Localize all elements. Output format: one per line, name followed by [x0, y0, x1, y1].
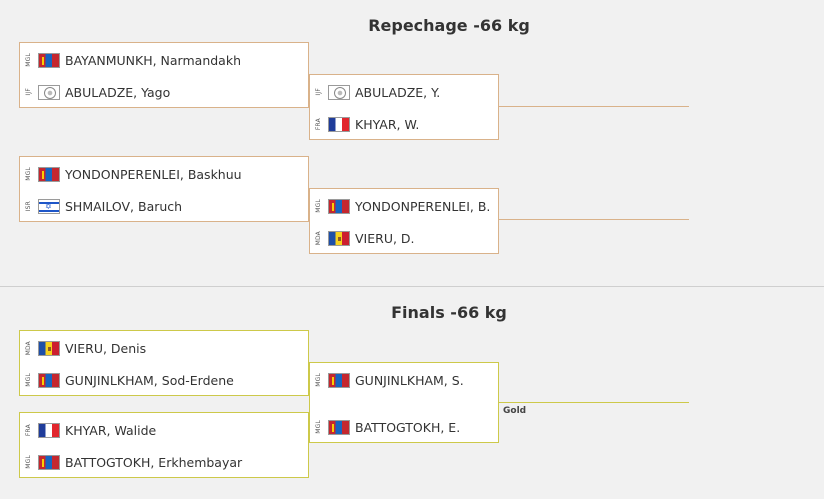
competitor-name[interactable]: VIERU, Denis — [65, 340, 147, 356]
mongolia-flag-icon — [38, 166, 60, 182]
country-code: MGL — [25, 373, 32, 387]
country-code: MGL — [315, 373, 322, 387]
competitor-row[interactable]: FRA KHYAR, W. — [310, 108, 498, 140]
mongolia-flag-icon — [328, 198, 350, 214]
country-code: FRA — [315, 117, 322, 131]
mongolia-flag-icon — [328, 372, 350, 388]
competitor-row[interactable]: FRA KHYAR, Walide — [20, 414, 308, 446]
country-code: MGL — [315, 420, 322, 434]
bracket-connector — [499, 219, 689, 220]
competitor-name[interactable]: ABULADZE, Yago — [65, 84, 171, 100]
finals-section: Finals -66 kg MDA VIERU, Denis MGL GUNJI… — [0, 287, 824, 499]
country-code: MDA — [25, 340, 32, 356]
ijf-flag-icon — [328, 84, 350, 100]
country-code: MGL — [25, 53, 32, 67]
country-code: MGL — [25, 167, 32, 181]
moldova-flag-icon — [38, 340, 60, 356]
mongolia-flag-icon — [38, 52, 60, 68]
competitor-row[interactable]: MGL BATTOGTOKH, Erkhembayar — [20, 446, 308, 478]
competitor-row[interactable]: MGL YONDONPERENLEI, B. — [310, 190, 498, 222]
competitor-name[interactable]: KHYAR, Walide — [65, 422, 157, 438]
mongolia-flag-icon — [328, 419, 350, 435]
country-code: ISR — [25, 200, 32, 212]
semifinal-bout-1[interactable]: MDA VIERU, Denis MGL GUNJINLKHAM, Sod-Er… — [19, 330, 309, 396]
gold-medal-label: Gold — [503, 406, 527, 416]
competitor-name[interactable]: YONDONPERENLEI, Baskhuu — [65, 166, 242, 182]
competitor-name[interactable]: YONDONPERENLEI, B. — [355, 198, 491, 214]
repechage-bout-2[interactable]: IJF ABULADZE, Y. FRA KHYAR, W. — [309, 74, 499, 140]
competitor-name[interactable]: BATTOGTOKH, Erkhembayar — [65, 454, 243, 470]
mongolia-flag-icon — [38, 454, 60, 470]
bracket-connector — [499, 402, 689, 403]
france-flag-icon — [328, 116, 350, 132]
competitor-row[interactable]: MGL BATTOGTOKH, E. — [310, 411, 498, 443]
competitor-row[interactable]: IJF ABULADZE, Y. — [310, 76, 498, 108]
country-code: IJF — [25, 88, 32, 96]
repechage-bout-3[interactable]: MGL YONDONPERENLEI, Baskhuu ISR SHMAILOV… — [19, 156, 309, 222]
bracket-connector — [499, 106, 689, 107]
competitor-name[interactable]: GUNJINLKHAM, Sod-Erdene — [65, 372, 234, 388]
finals-title: Finals -66 kg — [391, 303, 507, 322]
repechage-section: Repechage -66 kg MGL BAYANMUNKH, Narmand… — [0, 0, 824, 286]
france-flag-icon — [38, 422, 60, 438]
competitor-name[interactable]: BATTOGTOKH, E. — [355, 419, 461, 435]
competitor-name[interactable]: VIERU, D. — [355, 230, 415, 246]
israel-flag-icon — [38, 198, 60, 214]
ijf-flag-icon — [38, 84, 60, 100]
country-code: IJF — [315, 88, 322, 96]
competitor-name[interactable]: SHMAILOV, Baruch — [65, 198, 183, 214]
competitor-row[interactable]: MGL BAYANMUNKH, Narmandakh — [20, 44, 308, 76]
competitor-name[interactable]: ABULADZE, Y. — [355, 84, 441, 100]
country-code: FRA — [25, 423, 32, 437]
repechage-bout-4[interactable]: MGL YONDONPERENLEI, B. MDA VIERU, D. — [309, 188, 499, 254]
competitor-row[interactable]: MGL GUNJINLKHAM, Sod-Erdene — [20, 364, 308, 396]
semifinal-bout-2[interactable]: FRA KHYAR, Walide MGL BATTOGTOKH, Erkhem… — [19, 412, 309, 478]
repechage-title: Repechage -66 kg — [368, 16, 530, 35]
country-code: MGL — [315, 199, 322, 213]
competitor-row[interactable]: MDA VIERU, Denis — [20, 332, 308, 364]
repechage-bout-1[interactable]: MGL BAYANMUNKH, Narmandakh IJF ABULADZE,… — [19, 42, 309, 108]
competitor-row[interactable]: MGL YONDONPERENLEI, Baskhuu — [20, 158, 308, 190]
section-divider — [0, 286, 824, 287]
competitor-row[interactable]: MGL GUNJINLKHAM, S. — [310, 364, 498, 396]
competitor-row[interactable]: IJF ABULADZE, Yago — [20, 76, 308, 108]
country-code: MDA — [315, 230, 322, 246]
competitor-name[interactable]: BAYANMUNKH, Narmandakh — [65, 52, 241, 68]
country-code: MGL — [25, 455, 32, 469]
competitor-row[interactable]: MDA VIERU, D. — [310, 222, 498, 254]
competitor-row[interactable]: ISR SHMAILOV, Baruch — [20, 190, 308, 222]
mongolia-flag-icon — [38, 372, 60, 388]
moldova-flag-icon — [328, 230, 350, 246]
competitor-name[interactable]: GUNJINLKHAM, S. — [355, 372, 464, 388]
final-bout[interactable]: MGL GUNJINLKHAM, S. MGL BATTOGTOKH, E. — [309, 362, 499, 443]
competitor-name[interactable]: KHYAR, W. — [355, 116, 420, 132]
